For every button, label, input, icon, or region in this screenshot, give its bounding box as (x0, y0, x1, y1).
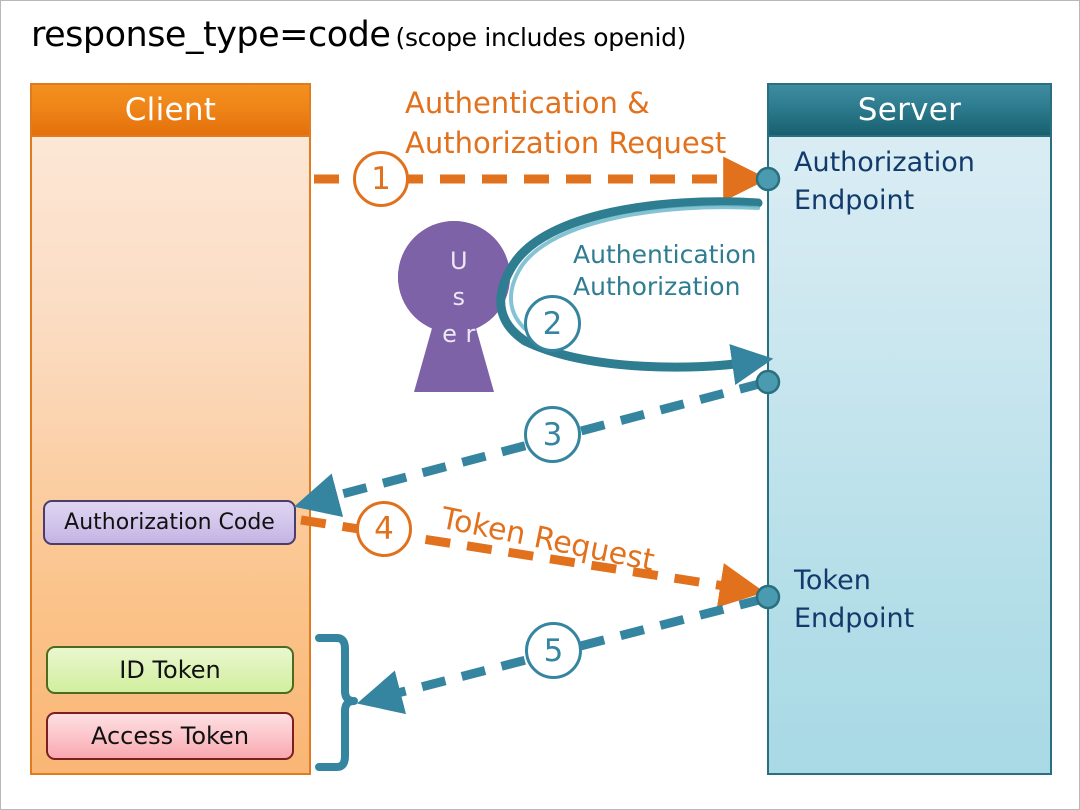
token-endpoint-label: Token Endpoint (794, 565, 915, 635)
client-header: Client (30, 83, 311, 137)
title-sub-text: (scope includes openid) (395, 23, 687, 52)
step-badge-3: 3 (524, 406, 581, 463)
user-keyhole-icon (398, 221, 510, 392)
page-title: response_type=code (scope includes openi… (31, 15, 686, 55)
authorization-endpoint-label: Authorization Endpoint (794, 147, 975, 217)
id-token-box: ID Token (46, 646, 294, 694)
server-column (767, 83, 1052, 775)
token-group-brace (315, 634, 358, 771)
step-badge-1: 1 (353, 151, 409, 207)
step-badge-2: 2 (524, 295, 581, 352)
server-header: Server (767, 83, 1052, 137)
step-badge-5: 5 (525, 622, 582, 679)
flow-label-2: Authentication Authorization (573, 240, 757, 301)
step-badge-4: 4 (356, 501, 412, 557)
access-token-box: Access Token (46, 712, 294, 760)
title-main-text: response_type=code (31, 15, 391, 55)
flow-label-1: Authentication & Authorization Request (405, 86, 727, 161)
user-label: U s e r (442, 247, 476, 348)
flow-label-4: Token Request (438, 501, 658, 579)
authorization-code-box: Authorization Code (43, 500, 296, 545)
